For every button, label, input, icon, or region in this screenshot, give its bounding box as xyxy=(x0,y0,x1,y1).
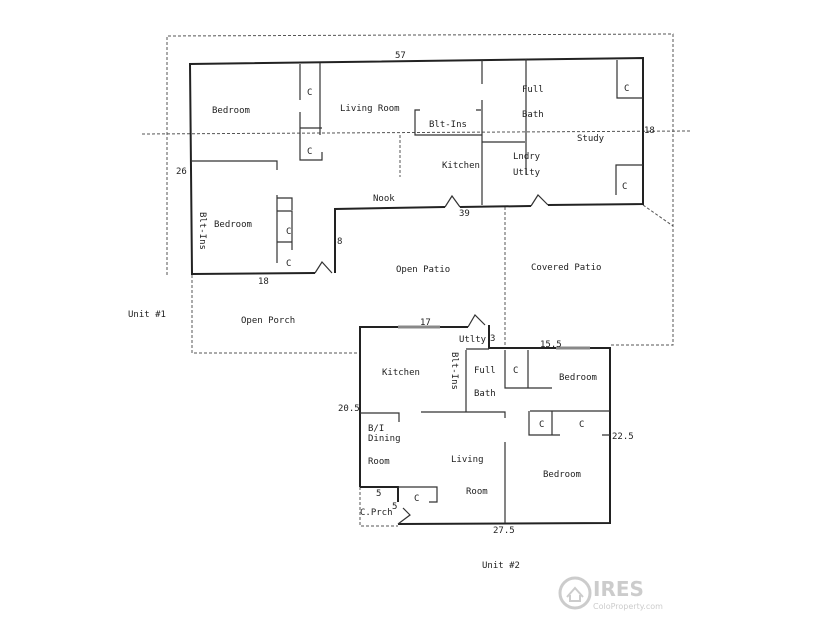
room-label-lndry: Lndry xyxy=(513,152,541,162)
closet-label: C xyxy=(622,182,627,192)
room-label-full: Full xyxy=(474,366,496,376)
closet-label: C xyxy=(579,420,584,430)
closet-label: C xyxy=(286,227,291,237)
room-label-room: Room xyxy=(368,457,390,467)
watermark-site: ColoProperty.com xyxy=(593,602,663,611)
unit1-walls xyxy=(188,56,644,276)
dimension-label: 18 xyxy=(258,277,269,287)
dimension-label: 26 xyxy=(176,167,187,177)
room-label-c-prch: C.Prch xyxy=(360,508,393,518)
room-label-bedroom: Bedroom xyxy=(543,470,581,480)
room-label-blt-ins: Blt-Ins xyxy=(449,352,459,390)
closet-label: C xyxy=(307,88,312,98)
room-label-living-room: Living Room xyxy=(340,104,400,114)
dimension-label: 27.5 xyxy=(493,526,515,536)
room-label-blt-ins: Blt-Ins xyxy=(197,212,207,250)
room-label-bath: Bath xyxy=(522,110,544,120)
dimension-label: 17 xyxy=(420,318,431,328)
room-label-kitchen: Kitchen xyxy=(382,368,420,378)
ires-watermark-logo: IRES ColoProperty.com xyxy=(558,576,663,611)
closet-label: C xyxy=(286,259,291,269)
closet-label: C xyxy=(539,420,544,430)
room-label-open-patio: Open Patio xyxy=(396,265,450,275)
room-label-bedroom: Bedroom xyxy=(559,373,597,383)
room-label-bi: B/I xyxy=(368,424,384,434)
unit-label: Unit #1 xyxy=(128,310,166,320)
dimension-label: 57 xyxy=(395,51,406,61)
dimension-label: 5 xyxy=(392,502,397,512)
room-label-open-porch: Open Porch xyxy=(241,316,295,326)
room-label-room: Room xyxy=(466,487,488,497)
dimension-label: 20.5 xyxy=(338,404,360,414)
closet-label: C xyxy=(307,147,312,157)
dimension-label: 8 xyxy=(337,237,342,247)
room-label-bedroom: Bedroom xyxy=(212,106,250,116)
unit-label: Unit #2 xyxy=(482,561,520,571)
room-label-bath: Bath xyxy=(474,389,496,399)
room-label-kitchen: Kitchen xyxy=(442,161,480,171)
dimension-label: 3 xyxy=(490,334,495,344)
watermark-brand: IRES xyxy=(593,577,644,601)
unit2-walls xyxy=(359,314,611,525)
room-label-covered-patio: Covered Patio xyxy=(531,263,601,273)
room-label-dining: Dining xyxy=(368,434,401,444)
dimension-label: 15.5 xyxy=(540,340,562,350)
room-label-nook: Nook xyxy=(373,194,395,204)
room-label-study: Study xyxy=(577,134,605,144)
room-label-bedroom: Bedroom xyxy=(214,220,252,230)
closet-label: C xyxy=(513,366,518,376)
dimension-label: 5 xyxy=(376,489,381,499)
room-label-full: Full xyxy=(522,85,544,95)
dimension-label: 39 xyxy=(459,209,470,219)
room-label-utlty: Utlty xyxy=(513,168,541,178)
room-label-blt-ins: Blt-Ins xyxy=(429,120,467,130)
dimension-label: 22.5 xyxy=(612,432,634,442)
closet-label: C xyxy=(624,84,629,94)
room-label-utlty: Utlty xyxy=(459,335,487,345)
closet-label: C xyxy=(414,494,419,504)
room-label-living: Living xyxy=(451,455,484,465)
dashed-outlines xyxy=(141,33,691,527)
dimension-label: 18 xyxy=(644,126,655,136)
